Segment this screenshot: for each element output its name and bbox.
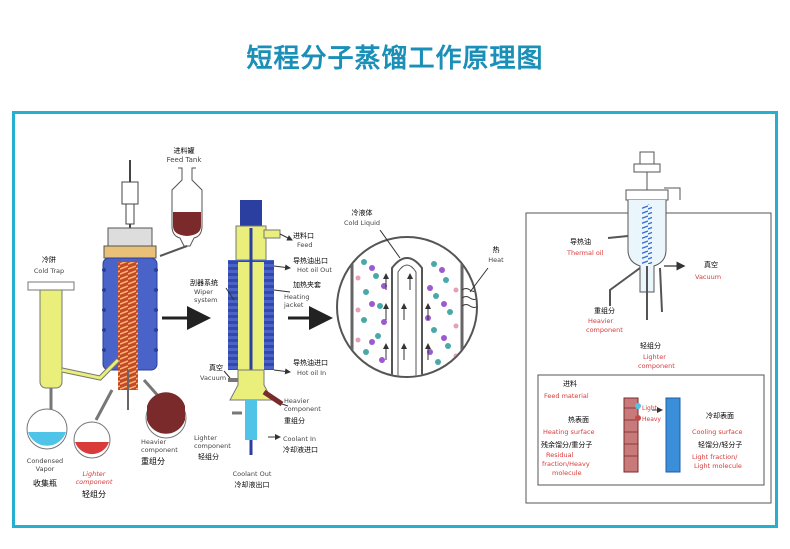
middle-evaporator — [228, 200, 284, 455]
mid-feed-en: Feed — [297, 241, 313, 249]
wiper-en-1: Wiper — [194, 288, 213, 296]
right-heavier-en-1: Heavier — [588, 317, 614, 325]
coolant-out-cn: 冷却液出口 — [235, 480, 270, 489]
middle-callout-lines — [223, 233, 293, 440]
hot-oil-out-cn: 导热油出口 — [293, 256, 328, 265]
cold-trap-cn: 冷阱 — [42, 255, 56, 264]
coolant-in-cn: 冷却液进口 — [283, 445, 318, 454]
light-en-1: Light fraction/ — [692, 453, 738, 461]
feed-tank-en: Feed Tank — [167, 156, 203, 164]
mid-lighter-en-1: Lighter — [194, 434, 217, 442]
mid-vacuum-en: Vacuum — [200, 374, 226, 382]
surface-detail — [623, 397, 681, 473]
left-still-apparatus — [26, 160, 203, 459]
coolant-out-en: Coolant Out — [233, 470, 272, 478]
left-lighter-cn: 轻组分 — [82, 489, 106, 499]
wiper-en-2: system — [194, 296, 218, 304]
right-apparatus — [607, 151, 686, 320]
cold-trap-en: Cold Trap — [34, 267, 64, 275]
right-heavier-en-2: component — [586, 326, 623, 334]
right-heavier-cn: 重组分 — [594, 306, 615, 315]
light-tag: Light — [642, 405, 658, 412]
cooling-cn: 冷却表面 — [706, 411, 734, 420]
mid-lighter-en-2: component — [194, 442, 231, 450]
residual-en-2: fraction/Heavy — [542, 460, 590, 468]
mid-vacuum-cn: 真空 — [209, 363, 223, 372]
left-lighter-en-2: component — [76, 478, 113, 486]
heating-en: Heating surface — [543, 428, 595, 436]
thermal-oil-en: Thermal oil — [566, 249, 604, 257]
mid-feed-cn: 进料口 — [293, 231, 314, 240]
mid-heavier-en-1: Heavier — [284, 397, 310, 405]
right-vacuum-cn: 真空 — [704, 260, 718, 269]
left-heavier-cn: 重组分 — [141, 456, 165, 466]
thermal-oil-cn: 导热油 — [570, 237, 591, 246]
left-heavier-en-2: component — [141, 446, 178, 454]
residual-en-3: molecule — [552, 469, 582, 477]
feed-cn: 进料 — [563, 379, 577, 388]
wiper-cn: 刮器系统 — [190, 278, 218, 287]
right-lighter-en-1: Lighter — [643, 353, 666, 361]
collection-flask-cn: 收集瓶 — [33, 478, 57, 488]
mid-heavier-en-2: component — [284, 405, 321, 413]
condensed-vapor-en-1: Condensed — [27, 457, 63, 465]
mid-lighter-cn: 轻组分 — [198, 452, 219, 461]
jacket-en-2: jacket — [283, 301, 304, 309]
light-cn: 轻馏分/轻分子 — [698, 440, 742, 449]
heating-cn: 热表面 — [568, 415, 589, 424]
right-lighter-cn: 轻组分 — [640, 341, 661, 350]
right-lighter-en-2: component — [638, 362, 675, 370]
cold-liquid-en: Cold Liquid — [344, 219, 380, 227]
condensed-vapor-en-2: Vapor — [36, 465, 55, 473]
right-vacuum-en: Vacuum — [695, 273, 721, 281]
jacket-cn: 加热夹套 — [293, 280, 321, 289]
jacket-en-1: Heating — [284, 293, 309, 301]
cold-liquid-cn: 冷液体 — [352, 208, 373, 217]
left-heavier-en-1: Heavier — [141, 438, 167, 446]
residual-cn: 残余馏分/重分子 — [541, 440, 592, 449]
feed-tank-cn: 进料罐 — [174, 146, 195, 155]
mid-heavier-cn: 重组分 — [284, 416, 305, 425]
hot-oil-out-en: Hot oil Out — [297, 266, 332, 274]
left-lighter-en-1: Lighter — [83, 470, 107, 478]
coolant-in-en: Coolant In — [283, 435, 316, 443]
heavy-tag: Heavy — [642, 416, 661, 423]
molecule-detail-circle — [336, 229, 489, 378]
residual-en-1: Residual — [546, 451, 574, 459]
page-title: 短程分子蒸馏工作原理图 — [246, 44, 544, 74]
surface-detail-box — [537, 374, 765, 486]
heat-en: Heat — [488, 256, 504, 264]
hot-oil-in-en: Hot oil In — [297, 369, 326, 377]
diagram-frame — [12, 111, 778, 528]
hot-oil-in-cn: 导热油进口 — [293, 358, 328, 367]
heat-cn: 热 — [493, 245, 500, 254]
light-en-2: Light molecule — [694, 462, 742, 470]
feed-en: Feed material — [544, 392, 589, 400]
cooling-en: Cooling surface — [692, 428, 742, 436]
